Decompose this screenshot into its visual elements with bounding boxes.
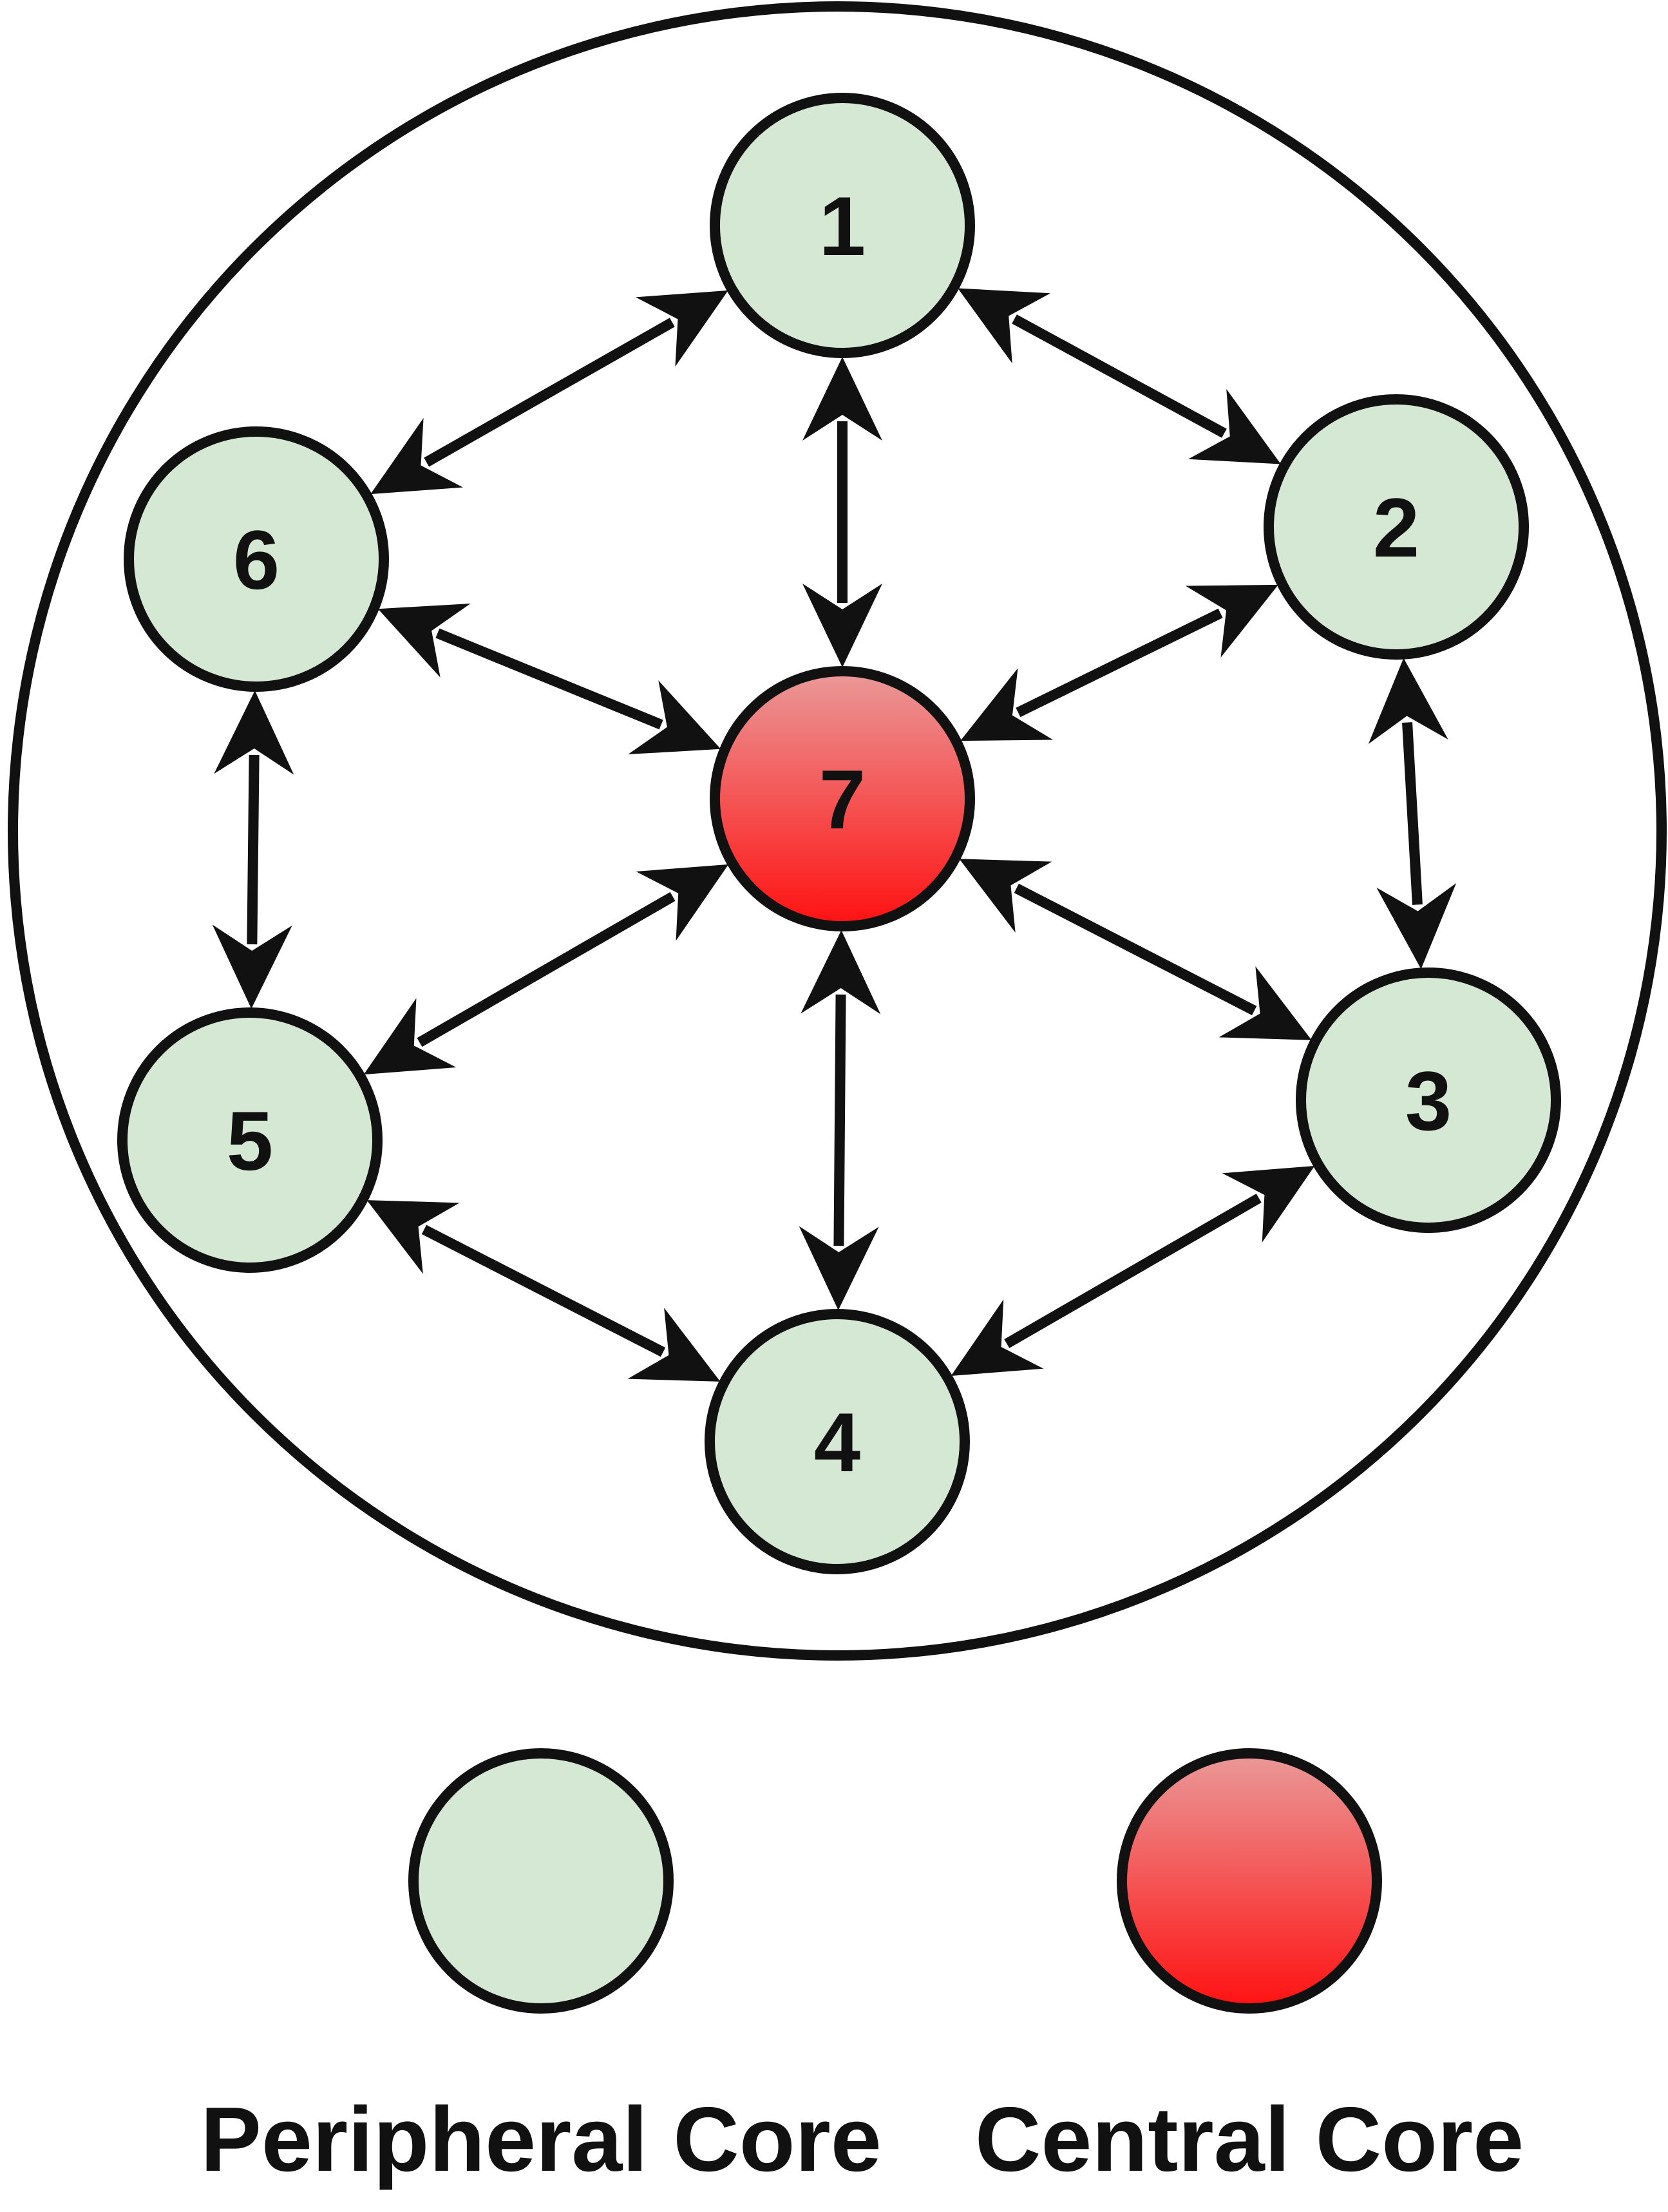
edge-line-7-5: [417, 891, 676, 1047]
node-label: 6: [233, 513, 280, 607]
node-label: 5: [227, 1094, 273, 1188]
arrowhead-7: [959, 859, 1052, 933]
edge-line-1-2: [1012, 314, 1227, 438]
peripheral-core-node: [1264, 394, 1529, 660]
edge-line-7-3: [1014, 883, 1257, 1016]
arrowhead-7: [801, 930, 881, 1015]
edge-5-6: [212, 690, 294, 1009]
edge-line-5-6: [247, 754, 260, 945]
legend: Peripheral Core Central Core: [200, 1748, 1524, 2191]
legend-peripheral-swatch: [408, 1748, 674, 2014]
node-label: 4: [814, 1395, 860, 1489]
arrowhead-7: [636, 864, 729, 941]
arrowhead-4: [951, 1299, 1044, 1377]
arrowhead-6: [214, 690, 294, 775]
arrowhead-6: [370, 417, 463, 495]
arrowhead-6: [377, 603, 471, 678]
edge-7-6: [377, 603, 721, 755]
edge-7-3: [959, 859, 1312, 1040]
arrowhead-7: [960, 668, 1054, 741]
edge-3-4: [951, 1165, 1315, 1377]
peripheral-core-node: [117, 1007, 383, 1273]
node-5: 5: [117, 1007, 383, 1273]
arrowhead-4: [799, 1226, 879, 1311]
node-label: 3: [1405, 1054, 1452, 1148]
node-label: 2: [1373, 481, 1419, 575]
arrowhead-4: [627, 1308, 721, 1382]
node-3: 3: [1296, 968, 1561, 1233]
legend-central-label: Central Core: [975, 2088, 1524, 2191]
arrowhead-2: [1188, 388, 1281, 464]
arrowhead-1: [958, 288, 1051, 364]
edge-7-5: [363, 864, 729, 1075]
edge-line-7-6: [435, 628, 663, 730]
edges-layer: [212, 288, 1457, 1382]
arrowhead-7: [802, 584, 882, 667]
arrowhead-7: [628, 680, 721, 755]
arrowhead-5: [366, 1200, 460, 1274]
central-core-node: [710, 666, 975, 931]
edge-1-2: [958, 288, 1281, 464]
node-7: 7: [710, 666, 975, 931]
arrowhead-3: [1376, 883, 1457, 969]
edge-2-3: [1368, 658, 1457, 969]
node-1: 1: [710, 93, 975, 358]
arrowhead-2: [1368, 658, 1448, 744]
peripheral-core-node: [124, 426, 389, 692]
edge-7-2: [960, 584, 1278, 741]
edge-line-3-4: [1004, 1194, 1262, 1348]
arrowhead-1: [802, 357, 882, 441]
outer-boundary-circle: [8, 1, 1667, 1661]
node-4: 4: [705, 1309, 970, 1574]
node-label: 7: [819, 752, 866, 846]
arrowhead-1: [636, 290, 728, 367]
arrowhead-5: [212, 924, 292, 1009]
arrowhead-5: [363, 998, 457, 1075]
node-6: 6: [124, 426, 389, 692]
edge-6-1: [370, 290, 728, 495]
edge-line-7-4: [833, 994, 846, 1246]
edge-line-2-3: [1402, 722, 1423, 905]
edge-7-4: [799, 930, 881, 1311]
arrowhead-3: [1218, 966, 1312, 1040]
nodes-layer: 1 2 3 4 5 6 7: [117, 93, 1561, 1574]
peripheral-core-node: [710, 93, 975, 358]
node-label: 1: [819, 179, 866, 273]
legend-central-swatch: [1117, 1748, 1382, 2014]
edge-4-5: [366, 1200, 721, 1382]
arrowhead-2: [1185, 584, 1278, 658]
node-2: 2: [1264, 394, 1529, 660]
edge-7-1: [802, 357, 882, 667]
edge-line-7-2: [1016, 608, 1223, 718]
legend-peripheral-label: Peripheral Core: [200, 2088, 882, 2191]
peripheral-core-node: [1296, 968, 1561, 1233]
arrowhead-3: [1222, 1165, 1315, 1243]
peripheral-core-node: [705, 1309, 970, 1574]
edge-line-4-5: [421, 1225, 666, 1357]
edge-line-6-1: [424, 318, 675, 467]
